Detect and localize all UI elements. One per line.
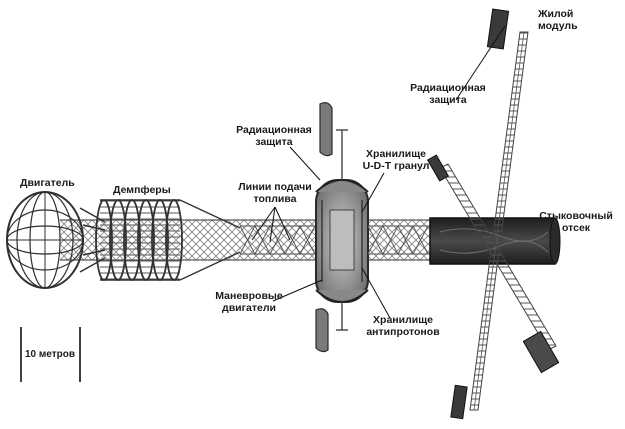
cross-boom-end-upper xyxy=(426,154,450,182)
cross-boom xyxy=(439,163,557,351)
lower-habitat-module xyxy=(450,384,468,420)
label-antiproton-storage: Хранилище антипротонов xyxy=(366,314,440,338)
cross-boom-end-lower xyxy=(522,330,560,374)
scale-bar-label: 10 метров xyxy=(25,349,75,360)
engine-cage xyxy=(6,191,106,289)
upper-shield-dish xyxy=(319,102,333,157)
dampers-section xyxy=(95,199,241,281)
leader-lines xyxy=(251,25,506,319)
label-habitat-module: Жилой модуль xyxy=(538,8,578,32)
label-fuel-lines: Линии подачи топлива xyxy=(238,181,312,205)
label-radiation-shield-top: Радиационная защита xyxy=(410,82,486,106)
label-udt-storage: Хранилище U-D-T гранул xyxy=(362,148,430,172)
label-radiation-shield-center: Радиационная защита xyxy=(236,124,312,148)
habitat-module xyxy=(486,8,510,50)
label-maneuver-thrusters: Маневровые двигатели xyxy=(215,290,283,314)
habitat-boom xyxy=(469,31,529,411)
scale-bar xyxy=(20,327,81,382)
label-engine: Двигатель xyxy=(20,177,75,189)
label-dampers: Демпферы xyxy=(113,184,171,196)
lower-thruster-boom xyxy=(336,302,348,331)
label-docking-bay: Стыковочный отсек xyxy=(539,210,613,234)
lower-shield-dish xyxy=(315,308,329,353)
central-shield-module xyxy=(315,179,369,303)
forward-truss xyxy=(367,224,430,256)
fuel-lines-truss xyxy=(239,224,316,256)
upper-thruster-boom xyxy=(336,129,348,180)
